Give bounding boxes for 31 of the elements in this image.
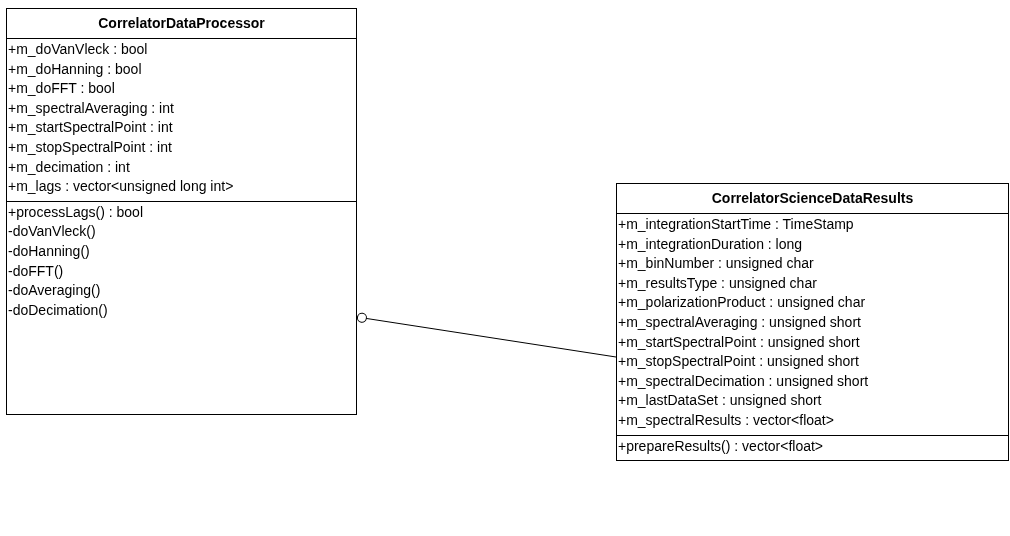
attribute-text: +m_doVanVleck : bool: [7, 40, 148, 59]
attribute-text: +m_decimation : int: [7, 157, 130, 177]
association-line: [356, 312, 617, 358]
class-name: CorrelatorDataProcessor: [98, 14, 265, 33]
method-text: +prepareResults() : vector<float>: [617, 436, 824, 456]
attribute-text: +m_integrationDuration : long: [617, 234, 803, 254]
method-text: -doFFT(): [7, 261, 64, 281]
method-text: -doHanning(): [7, 241, 90, 261]
attribute-text: +m_doHanning : bool: [7, 59, 142, 79]
attribute-text: +m_spectralResults : vector<float>: [617, 410, 834, 430]
attribute-text: +m_stopSpectralPoint : int: [7, 137, 172, 157]
attribute-text: +m_integrationStartTime : TimeStamp: [617, 215, 854, 234]
method-text: +processLags() : bool: [7, 202, 144, 222]
class-box: [6, 8, 357, 415]
attribute-text: +m_resultsType : unsigned char: [617, 273, 817, 293]
class-name: CorrelatorScienceDataResults: [711, 189, 914, 208]
attribute-text: +m_binNumber : unsigned char: [617, 254, 814, 274]
attribute-text: +m_lags : vector<unsigned long int>: [7, 177, 234, 197]
method-text: -doAveraging(): [7, 281, 101, 301]
method-text: -doDecimation(): [7, 300, 108, 320]
attribute-text: +m_lastDataSet : unsigned short: [617, 391, 822, 411]
attribute-text: +m_startSpectralPoint : int: [7, 118, 173, 138]
method-text: -doVanVleck(): [7, 222, 96, 242]
attribute-text: +m_stopSpectralPoint : unsigned short: [617, 352, 859, 372]
attribute-text: +m_spectralDecimation : unsigned short: [617, 371, 869, 391]
attribute-text: +m_startSpectralPoint : unsigned short: [617, 332, 860, 352]
attribute-text: +m_spectralAveraging : int: [7, 98, 174, 118]
attribute-text: +m_spectralAveraging : unsigned short: [617, 312, 861, 332]
class-box: [616, 183, 1009, 461]
attribute-text: +m_polarizationProduct : unsigned char: [617, 293, 866, 313]
attribute-text: +m_doFFT : bool: [7, 79, 115, 99]
